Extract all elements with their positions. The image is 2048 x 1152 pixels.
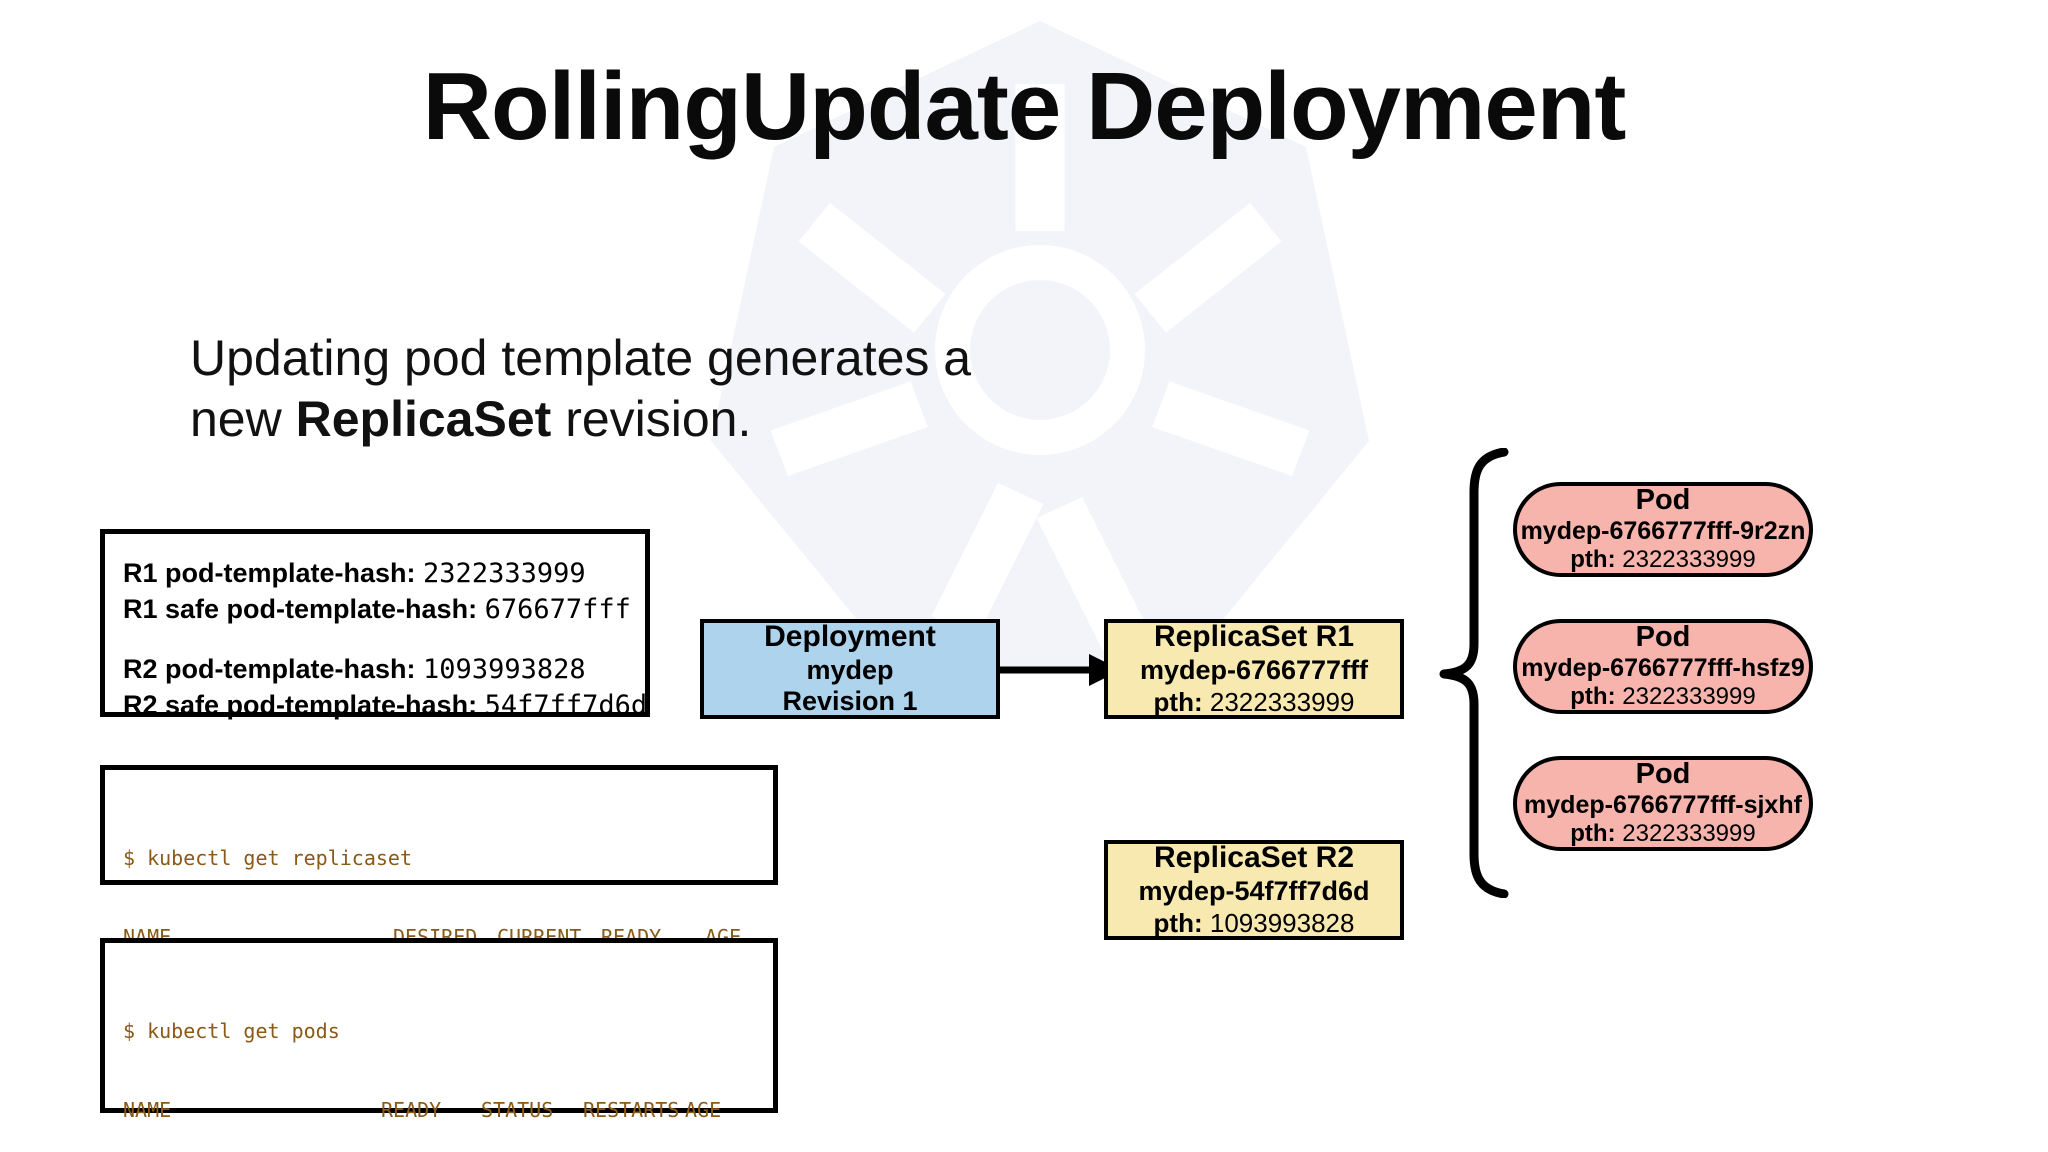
pod-title: Pod	[1635, 757, 1691, 790]
pod-name: mydep-6766777fff-hsfz9	[1521, 653, 1805, 682]
pod-node[interactable]: Pod mydep-6766777fff-sjxhf pth: 23223339…	[1513, 756, 1813, 851]
deployment-name: mydep	[806, 654, 894, 685]
col-restarts: RESTARTS	[583, 1097, 680, 1122]
pth-label: pth:	[1570, 820, 1616, 848]
hash-key: R1 safe pod-template-hash:	[123, 593, 478, 624]
pth-value: 2322333999	[1622, 683, 1756, 711]
deployment-title: Deployment	[764, 619, 936, 653]
hash-key: R1 pod-template-hash:	[123, 558, 416, 588]
replicaset-pth: pth: 2322333999	[1154, 687, 1355, 718]
col-status: STATUS	[481, 1097, 554, 1122]
pth-value: 1093993828	[1209, 908, 1355, 938]
page-title: RollingUpdate Deployment	[422, 53, 1627, 160]
pod-name: mydep-6766777fff-sjxhf	[1524, 790, 1802, 819]
pod-template-hash-panel: R1 pod-template-hash: 2322333999 R1 safe…	[100, 529, 650, 721]
terminal-get-pods: $ kubectl get pods NAME READY STATUS RESTAR…	[100, 938, 778, 1122]
hash-key: R2 safe pod-template-hash:	[123, 689, 478, 720]
pod-pth: pth: 2322333999	[1570, 820, 1755, 848]
replicaset-title: ReplicaSet R1	[1153, 620, 1355, 654]
pod-title: Pod	[1635, 620, 1691, 653]
pod-pth: pth: 2322333999	[1570, 546, 1755, 574]
hash-value: 1093993828	[423, 653, 586, 685]
pth-value: 2322333999	[1622, 546, 1756, 574]
replicaset-r2-node[interactable]: ReplicaSet R2 mydep-54f7ff7d6d pth: 1093…	[1104, 840, 1404, 940]
pod-pth: pth: 2322333999	[1570, 683, 1755, 711]
replicaset-name: mydep-6766777fff	[1139, 655, 1369, 686]
col-name: NAME	[123, 1097, 172, 1122]
replicaset-pth: pth: 1093993828	[1154, 908, 1355, 939]
hash-value: 676677fff	[484, 593, 631, 625]
replicaset-title: ReplicaSet R2	[1153, 841, 1355, 875]
terminal-prompt: $ kubectl get replicaset	[123, 845, 412, 870]
subtitle: Updating pod template generates a new Re…	[190, 328, 1070, 450]
replicaset-name: mydep-54f7ff7d6d	[1138, 876, 1370, 907]
hash-line-r1: R1 pod-template-hash: 2322333999	[123, 556, 645, 592]
replicaset-r1-node[interactable]: ReplicaSet R1 mydep-6766777fff pth: 2322…	[1104, 619, 1404, 719]
pod-node[interactable]: Pod mydep-6766777fff-9r2zn pth: 23223339…	[1513, 482, 1813, 577]
hash-value: 2322333999	[423, 558, 586, 589]
pth-label: pth:	[1570, 683, 1616, 711]
pod-title: Pod	[1635, 483, 1691, 516]
pth-label: pth:	[1153, 687, 1203, 717]
deployment-revision: Revision 1	[782, 686, 918, 717]
pth-value: 2322333999	[1622, 820, 1756, 848]
terminal-prompt: $ kubectl get pods	[123, 1018, 340, 1043]
subtitle-post: revision.	[551, 391, 752, 447]
pth-label: pth:	[1570, 546, 1616, 574]
deployment-node[interactable]: Deployment mydep Revision 1	[700, 619, 1000, 719]
pth-value: 2322333999	[1209, 687, 1355, 717]
hash-line-r2: R2 pod-template-hash: 1093993828	[123, 652, 645, 688]
subtitle-emphasis: ReplicaSet	[295, 391, 552, 447]
pod-name: mydep-6766777fff-9r2zn	[1520, 516, 1806, 545]
hash-key: R2 pod-template-hash:	[123, 653, 416, 684]
col-age: AGE	[685, 1097, 722, 1122]
hash-spacer	[123, 628, 645, 652]
hash-value: 54f7ff7d6d	[484, 689, 648, 721]
pth-label: pth:	[1153, 908, 1203, 938]
pod-node[interactable]: Pod mydep-6766777fff-hsfz9 pth: 23223339…	[1513, 619, 1813, 714]
hash-line-r1-safe: R1 safe pod-template-hash: 676677fff	[123, 592, 645, 628]
col-ready: READY	[381, 1097, 442, 1122]
hash-line-r2-safe: R2 safe pod-template-hash: 54f7ff7d6d	[123, 688, 648, 724]
